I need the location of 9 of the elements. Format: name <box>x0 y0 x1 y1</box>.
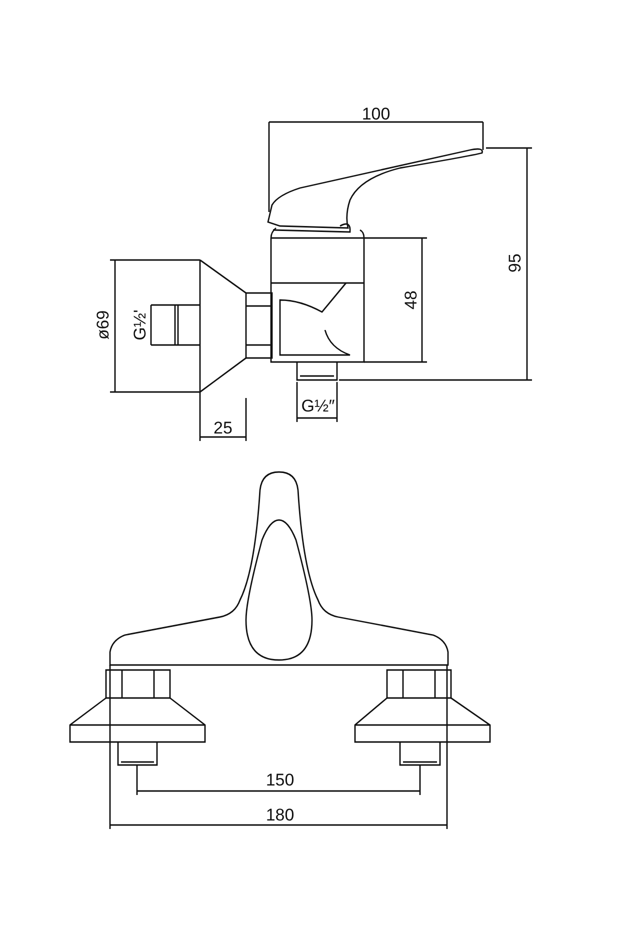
dimension-value: 25 <box>214 420 232 436</box>
dimension-value: G½' <box>132 310 148 340</box>
dimension-value: 48 <box>402 290 420 310</box>
dimension-value: 95 <box>506 254 524 272</box>
dimension-value: G½″ <box>301 398 335 414</box>
dimension-value: 100 <box>362 106 390 122</box>
dimension-value: ø69 <box>94 310 112 340</box>
dimension-value: 180 <box>266 806 294 824</box>
dimension-value: 150 <box>266 772 294 788</box>
